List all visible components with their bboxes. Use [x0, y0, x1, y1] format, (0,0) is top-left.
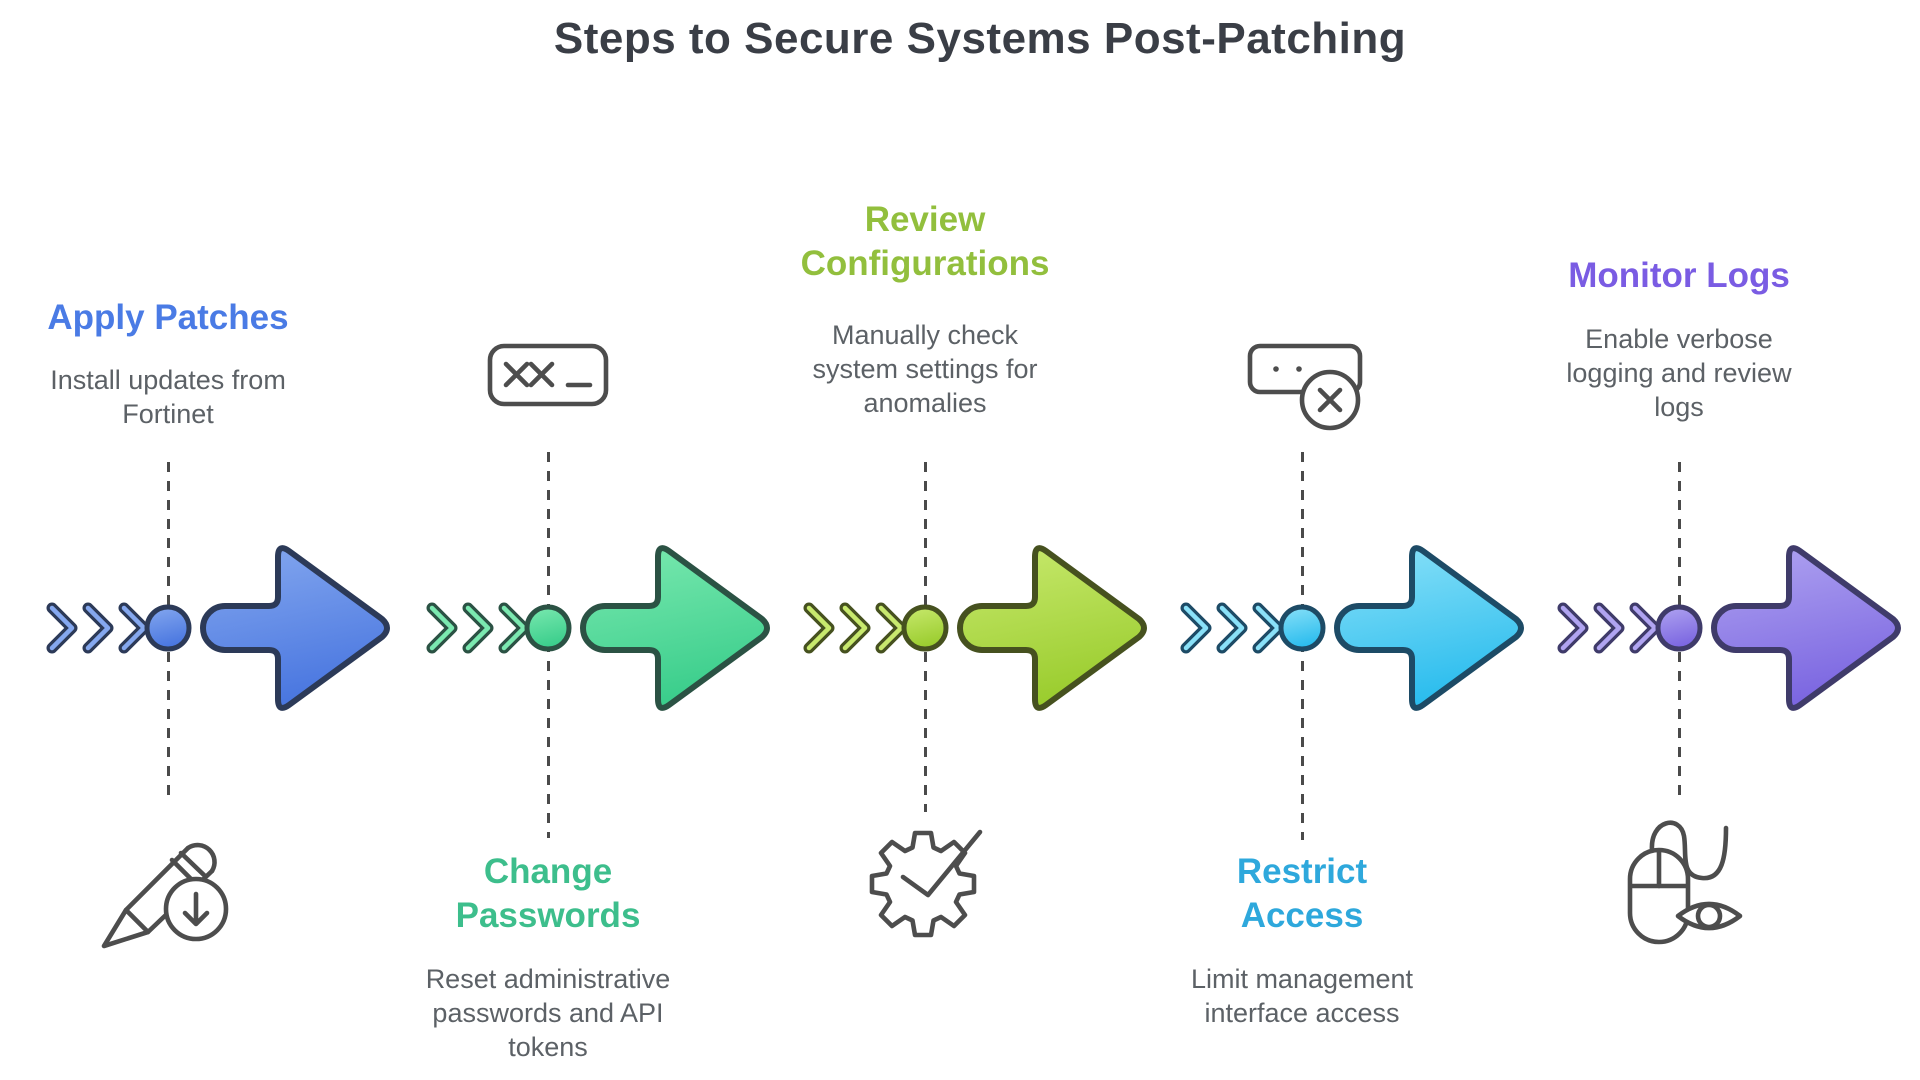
- step-label: Apply Patches: [47, 298, 289, 337]
- step-arrow-graphic: [426, 545, 770, 711]
- chevrons-icon: [46, 602, 150, 654]
- step-label: Review Configurations: [800, 200, 1050, 283]
- chevrons-icon: [1557, 602, 1661, 654]
- timeline-node: [524, 604, 572, 652]
- chevrons-icon: [803, 602, 907, 654]
- step-label: Monitor Logs: [1568, 256, 1790, 295]
- step-review-configurations: Review Configurations Manually check sys…: [735, 0, 1147, 1080]
- arrow-icon: [957, 545, 1147, 711]
- timeline-node: [1278, 604, 1326, 652]
- step-arrow-graphic: [46, 545, 390, 711]
- arrow-icon: [1711, 545, 1901, 711]
- step-description: Manually check system settings for anoma…: [812, 320, 1038, 418]
- chevrons-icon: [1180, 602, 1284, 654]
- step-description: Limit management interface access: [1190, 964, 1414, 1028]
- step-label: Change Passwords: [455, 852, 641, 935]
- step-description: Enable verbose logging and review logs: [1566, 324, 1792, 422]
- arrow-icon: [580, 545, 770, 711]
- arrow-icon: [1334, 545, 1524, 711]
- password-masked-input-icon: [487, 343, 609, 407]
- arrow-icon: [200, 545, 390, 711]
- interface-deny-icon: [1247, 343, 1363, 431]
- timeline-node: [901, 604, 949, 652]
- timeline-node: [1655, 604, 1703, 652]
- pen-download-icon: [101, 842, 229, 949]
- step-arrow-graphic: [803, 545, 1147, 711]
- step-arrow-graphic: [1180, 545, 1524, 711]
- step-description: Reset administrative passwords and API t…: [425, 964, 671, 1062]
- gear-check-icon: [869, 829, 983, 938]
- step-arrow-graphic: [1557, 545, 1901, 711]
- page-title: Steps to Secure Systems Post-Patching: [553, 14, 1407, 63]
- mouse-eye-icon: [1627, 820, 1743, 945]
- step-restrict-access: Restrict Access Limit management interfa…: [1112, 0, 1524, 1080]
- step-monitor-logs: Monitor Logs Enable verbose logging and …: [1489, 0, 1901, 1080]
- chevrons-icon: [426, 602, 530, 654]
- step-description: Install updates from Fortinet: [50, 365, 286, 429]
- step-change-passwords: Change Passwords Reset administrative pa…: [358, 0, 770, 1080]
- step-label: Restrict Access: [1236, 852, 1368, 935]
- step-apply-patches: Apply Patches Install updates from Forti…: [0, 0, 390, 1080]
- timeline-node: [144, 604, 192, 652]
